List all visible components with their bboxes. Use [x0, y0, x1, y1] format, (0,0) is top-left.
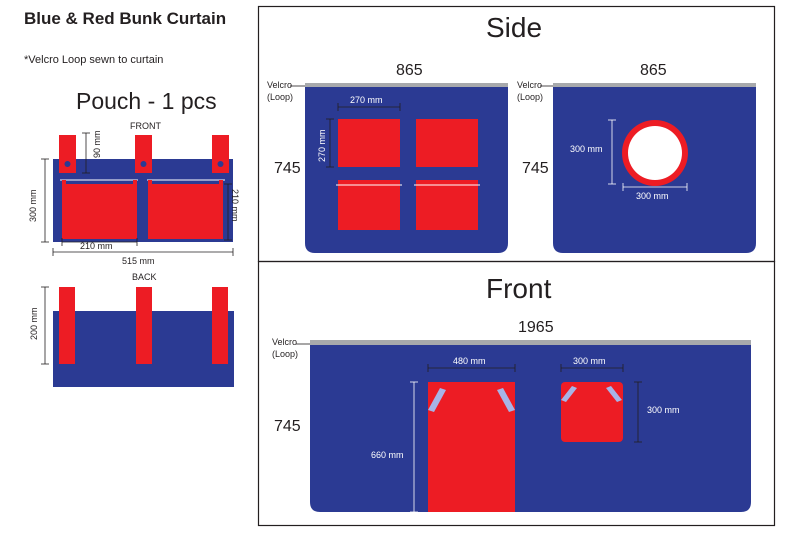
pouch-pocket — [148, 184, 223, 239]
pouch-total-width-label: 515 mm — [122, 256, 155, 266]
front-window — [561, 382, 623, 442]
door-tieback — [497, 388, 515, 412]
front-height: 745 — [274, 418, 301, 435]
curtain-body — [310, 345, 751, 512]
side-pocket — [416, 180, 478, 230]
side-pocket — [416, 119, 478, 167]
door-height-label: 660 mm — [371, 450, 404, 460]
front-door — [428, 382, 515, 512]
velcro-note: *Velcro Loop sewn to curtain — [24, 54, 164, 66]
pouch-pocket — [62, 184, 137, 239]
side-window-height-label: 300 mm — [570, 144, 603, 154]
side-right-loop-label: (Loop) — [517, 92, 544, 102]
front-heading: Front — [486, 273, 552, 304]
front-dimensions — [296, 343, 642, 443]
side-window-opening — [628, 126, 682, 180]
pouch-title: Pouch - 1 pcs — [76, 88, 217, 114]
side-right-width: 865 — [640, 62, 667, 79]
side-left-curtain — [305, 83, 508, 253]
snap-button — [140, 161, 147, 167]
door-tieback — [428, 388, 446, 412]
side-left-height: 745 — [274, 160, 301, 177]
pouch-front — [53, 135, 233, 242]
pouch-tab — [135, 135, 152, 173]
side-right-height: 745 — [522, 160, 549, 177]
pouch-tab — [59, 135, 76, 173]
front-velcro-label: Velcro — [272, 337, 298, 347]
pouch-front-label: FRONT — [130, 121, 161, 131]
door-width-label: 480 mm — [453, 356, 486, 366]
velcro-strip — [305, 83, 508, 87]
velcro-strip — [310, 340, 751, 345]
pouch-height-label: 300 mm — [28, 189, 38, 222]
front-curtain — [310, 340, 751, 512]
side-right-curtain — [553, 83, 756, 253]
pouch-back — [53, 287, 234, 387]
side-pocket-width-label: 270 mm — [350, 95, 383, 105]
snap-button — [217, 161, 224, 167]
side-left-dimensions — [290, 85, 401, 168]
window-tieback — [561, 386, 577, 402]
pouch-pocket-height-label: 210 mm — [230, 189, 240, 222]
pouch-back-dimension — [41, 286, 49, 365]
front-loop-label: (Loop) — [272, 349, 299, 359]
window-tieback — [606, 386, 622, 402]
page-title: Blue & Red Bunk Curtain — [24, 9, 227, 28]
pouch-tab-height-label: 90 mm — [92, 130, 102, 158]
pouch-back-tab — [59, 287, 75, 364]
side-right-velcro-label: Velcro — [517, 80, 543, 90]
side-right-dimensions — [608, 119, 688, 191]
side-pocket — [338, 119, 400, 167]
window-width-label: 300 mm — [573, 356, 606, 366]
side-left-width: 865 — [396, 62, 423, 79]
pouch-back-height-label: 200 mm — [29, 307, 39, 340]
front-width: 1965 — [518, 319, 554, 336]
side-pocket — [338, 180, 400, 230]
pouch-back-tab — [212, 287, 228, 364]
side-left-loop-label: (Loop) — [267, 92, 294, 102]
side-heading: Side — [486, 12, 543, 43]
front-panel-frame — [257, 260, 776, 527]
side-left-velcro-label: Velcro — [267, 80, 293, 90]
pouch-dimensions — [41, 132, 234, 256]
pouch-back-label: BACK — [132, 272, 157, 282]
pouch-pocket-width-label: 210 mm — [80, 241, 113, 251]
side-pocket-height-label: 270 mm — [317, 129, 327, 162]
window-height-label: 300 mm — [647, 405, 680, 415]
side-window-width-label: 300 mm — [636, 191, 669, 201]
pouch-tab — [212, 135, 229, 173]
pouch-back-tab — [136, 287, 152, 364]
velcro-strip — [553, 83, 756, 87]
snap-button — [64, 161, 71, 167]
